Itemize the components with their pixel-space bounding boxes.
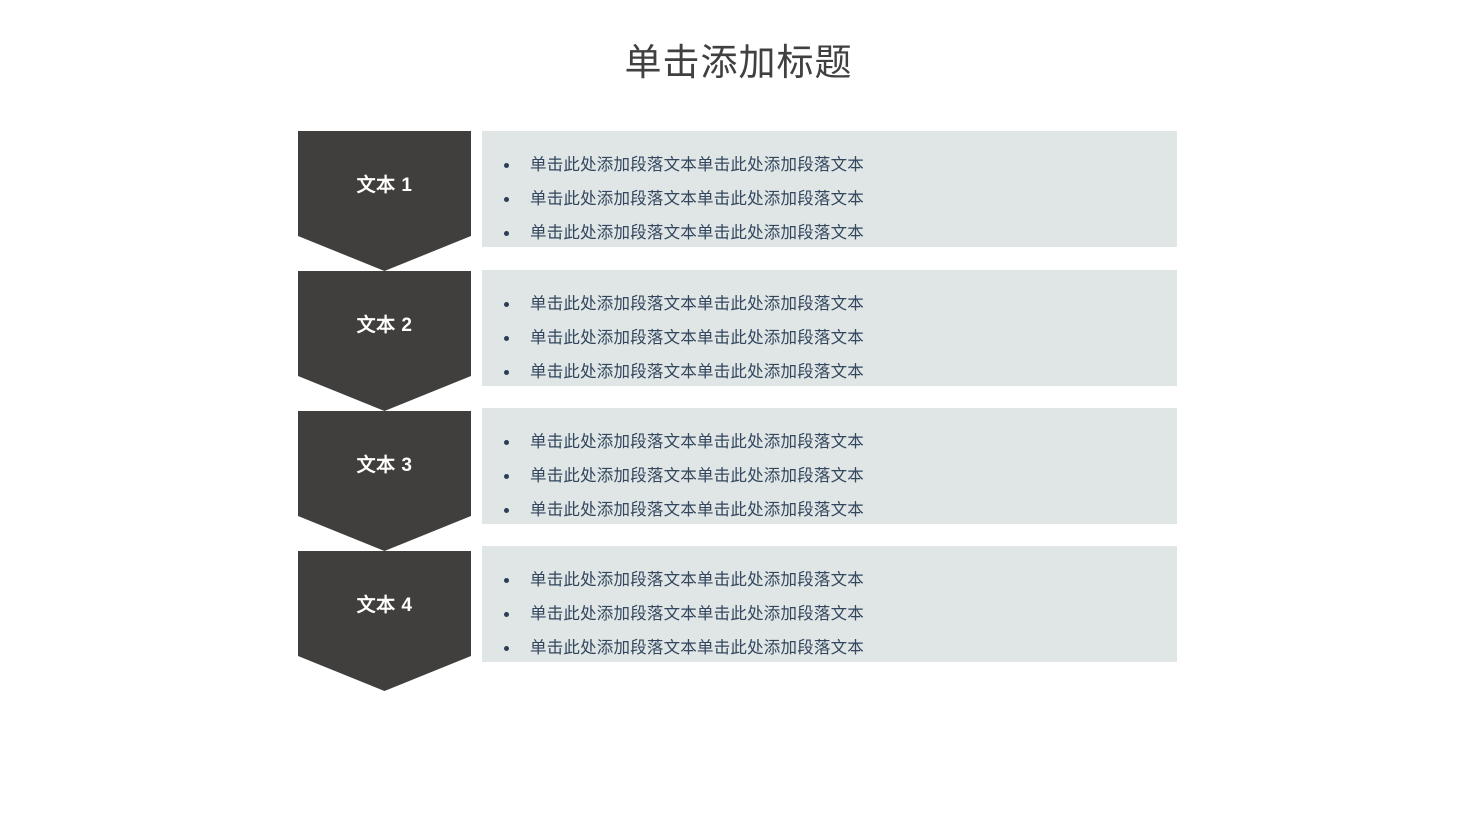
list-item-label: 单击此处添加段落文本单击此处添加段落文本 [530,363,864,381]
page-title[interactable]: 单击添加标题 [624,42,853,83]
list-item-label: 单击此处添加段落文本单击此处添加段落文本 [530,639,864,657]
list-item[interactable]: 单击此处添加段落文本单击此处添加段落文本 [482,425,1177,459]
list-item[interactable]: 单击此处添加段落文本单击此处添加段落文本 [482,597,1177,631]
bullet-icon [504,577,509,583]
chevron-step-4[interactable]: 文本 4 [298,551,471,691]
text-panel-1[interactable]: 单击此处添加段落文本单击此处添加段落文本 单击此处添加段落文本单击此处添加段落文… [482,131,1177,247]
bullet-icon [504,439,509,445]
list-item[interactable]: 单击此处添加段落文本单击此处添加段落文本 [482,182,1177,216]
list-item[interactable]: 单击此处添加段落文本单击此处添加段落文本 [482,216,1177,250]
chevron-step-3-label: 文本 3 [356,455,413,476]
bullet-icon [504,507,509,513]
list-item[interactable]: 单击此处添加段落文本单击此处添加段落文本 [482,287,1177,321]
bullet-icon [504,645,509,651]
list-item[interactable]: 单击此处添加段落文本单击此处添加段落文本 [482,355,1177,389]
bullet-icon [504,196,509,202]
list-item-label: 单击此处添加段落文本单击此处添加段落文本 [530,190,864,208]
text-panel-3[interactable]: 单击此处添加段落文本单击此处添加段落文本 单击此处添加段落文本单击此处添加段落文… [482,408,1177,524]
list-item-label: 单击此处添加段落文本单击此处添加段落文本 [530,156,864,174]
bullet-icon [504,335,509,341]
chevron-step-1-label: 文本 1 [356,175,413,196]
chevron-step-2[interactable]: 文本 2 [298,271,471,411]
chevron-step-2-label: 文本 2 [356,315,413,336]
chevron-step-1[interactable]: 文本 1 [298,131,471,271]
list-item[interactable]: 单击此处添加段落文本单击此处添加段落文本 [482,493,1177,527]
bullet-icon [504,369,509,375]
list-item[interactable]: 单击此处添加段落文本单击此处添加段落文本 [482,631,1177,665]
list-item[interactable]: 单击此处添加段落文本单击此处添加段落文本 [482,459,1177,493]
chevron-step-4-label: 文本 4 [356,595,413,616]
text-panel-4[interactable]: 单击此处添加段落文本单击此处添加段落文本 单击此处添加段落文本单击此处添加段落文… [482,546,1177,662]
list-item-label: 单击此处添加段落文本单击此处添加段落文本 [530,571,864,589]
list-item-label: 单击此处添加段落文本单击此处添加段落文本 [530,433,864,451]
text-panel-2[interactable]: 单击此处添加段落文本单击此处添加段落文本 单击此处添加段落文本单击此处添加段落文… [482,270,1177,386]
list-item-label: 单击此处添加段落文本单击此处添加段落文本 [530,224,864,242]
chevron-step-3[interactable]: 文本 3 [298,411,471,551]
list-item[interactable]: 单击此处添加段落文本单击此处添加段落文本 [482,563,1177,597]
bullet-icon [504,611,509,617]
bullet-icon [504,230,509,236]
bullet-icon [504,162,509,168]
bullet-icon [504,473,509,479]
list-item-label: 单击此处添加段落文本单击此处添加段落文本 [530,329,864,347]
list-item[interactable]: 单击此处添加段落文本单击此处添加段落文本 [482,321,1177,355]
list-item-label: 单击此处添加段落文本单击此处添加段落文本 [530,501,864,519]
list-item-label: 单击此处添加段落文本单击此处添加段落文本 [530,467,864,485]
list-item-label: 单击此处添加段落文本单击此处添加段落文本 [530,605,864,623]
bullet-icon [504,301,509,307]
list-item-label: 单击此处添加段落文本单击此处添加段落文本 [530,295,864,313]
list-item[interactable]: 单击此处添加段落文本单击此处添加段落文本 [482,148,1177,182]
